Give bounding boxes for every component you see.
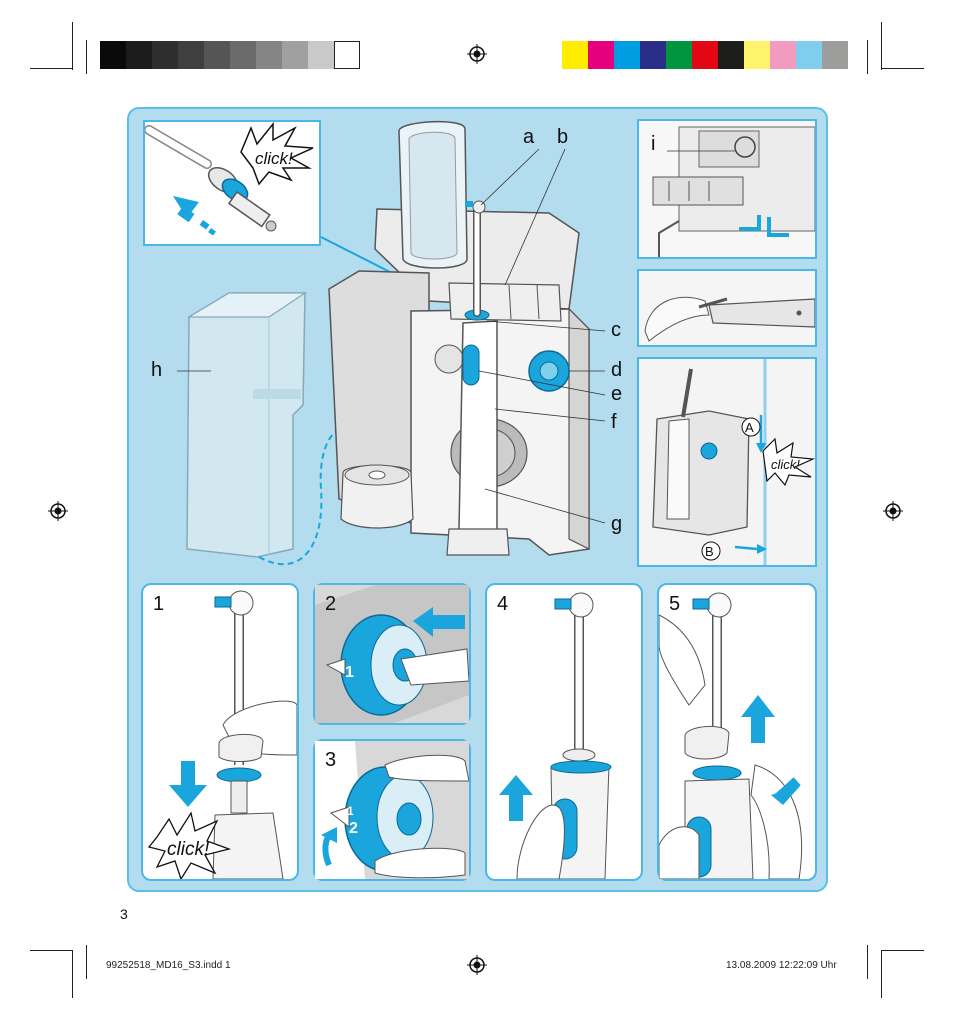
gray-swatch (230, 41, 256, 69)
step-1-number: 1 (153, 593, 165, 615)
color-swatch (796, 41, 822, 69)
registration-mark-top-icon (467, 44, 487, 64)
step-1-illustration: click! (147, 590, 298, 881)
step-panel-5: 5 (657, 583, 817, 881)
step-5-number: 5 (669, 593, 681, 615)
part-label-d: d (611, 359, 623, 381)
step-5-illustration (658, 592, 803, 880)
color-swatch (614, 41, 640, 69)
step-panel-4: 4 (485, 583, 643, 881)
step-3-dial-mark-1: 1 (347, 804, 354, 818)
color-swatch (692, 41, 718, 69)
color-swatch (744, 41, 770, 69)
gray-swatch (256, 41, 282, 69)
part-label-f: f (611, 411, 617, 433)
gray-swatch (152, 41, 178, 69)
step-4-illustration (499, 592, 612, 880)
step-2-dial-mark: 1 (345, 664, 354, 681)
step-3-dial-mark-2: 2 (349, 820, 358, 837)
inset-cord-storage: i (637, 119, 817, 259)
inset-nozzle-attach: click! (143, 120, 321, 246)
step-panel-2: 1 2 (313, 583, 471, 725)
gray-swatch (204, 41, 230, 69)
step-3-number: 3 (325, 749, 337, 771)
gray-swatch (282, 41, 308, 69)
color-swatch (718, 41, 744, 69)
step-2-number: 2 (325, 593, 337, 615)
cord-storage-illustration (639, 121, 816, 257)
registration-mark-left-icon (48, 501, 68, 521)
part-label-g: g (611, 513, 623, 535)
nozzle-attach-illustration: click! (144, 121, 314, 236)
clip-label-b: B (705, 544, 714, 559)
inset-wall-mount-click: click! A B (637, 357, 817, 567)
step-3-illustration: 1 2 (315, 741, 470, 879)
color-swatch (770, 41, 796, 69)
main-unit-illustration (177, 120, 606, 566)
page-number: 3 (120, 906, 128, 922)
step-1-click-text: click! (167, 839, 210, 860)
part-label-c: c (611, 319, 621, 341)
gray-swatch (308, 41, 334, 69)
registration-mark-bottom-icon (467, 955, 487, 975)
color-swatch (588, 41, 614, 69)
step-2-illustration: 1 (315, 585, 470, 723)
gray-swatch (100, 41, 126, 69)
gray-swatch (126, 41, 152, 69)
gray-swatch (178, 41, 204, 69)
clip-label-a: A (745, 420, 754, 435)
step-panel-1: click! 1 (141, 583, 299, 881)
part-label-b: b (557, 126, 569, 148)
part-label-e: e (611, 383, 623, 405)
gray-swatch (334, 41, 360, 69)
part-label-h: h (151, 359, 163, 381)
footer-filename: 99252518_MD16_S3.indd 1 (106, 960, 231, 971)
part-label-i: i (651, 133, 656, 155)
wall-click-text: click! (771, 457, 800, 472)
registration-mark-right-icon (883, 501, 903, 521)
step-panel-3: 1 2 3 (313, 739, 471, 881)
color-swatch (562, 41, 588, 69)
color-swatch (640, 41, 666, 69)
inset-wall-holder (637, 269, 817, 347)
nozzle-click-text: click! (255, 149, 293, 168)
color-swatch (666, 41, 692, 69)
color-swatch (822, 41, 848, 69)
footer-timestamp: 13.08.2009 12:22:09 Uhr (726, 960, 837, 971)
wall-holder-illustration (639, 271, 816, 345)
step-4-number: 4 (497, 593, 509, 615)
wall-mount-illustration: click! A B (639, 359, 816, 565)
illustration-panel: click! (127, 107, 828, 892)
part-label-a: a (523, 126, 535, 148)
